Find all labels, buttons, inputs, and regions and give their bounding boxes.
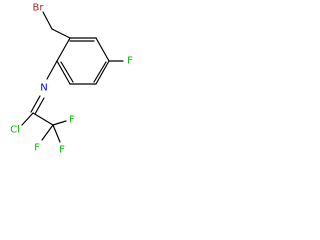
ring-bond-5-inner	[60, 61, 74, 83]
bond-c-cl	[21, 112, 34, 126]
ring-bond-3-inner	[93, 61, 107, 83]
structure-svg: Br N F Cl F F F	[10, 3, 133, 156]
ring-bond-2	[95, 37, 110, 62]
atom-f-ring: F	[127, 56, 133, 67]
atom-f-2: F	[34, 143, 40, 154]
bond-n-c-double-2	[34, 97, 45, 115]
ring-bond-5	[56, 60, 71, 85]
bond-cf3-f1	[52, 120, 67, 126]
bond-ring-n	[46, 60, 58, 80]
bond-c-cf3	[32, 112, 54, 126]
atom-br: Br	[33, 3, 45, 14]
ring-bond-3	[95, 60, 110, 85]
bond-n-c-double-1	[30, 95, 41, 113]
atom-cl: Cl	[10, 125, 20, 136]
atom-f-1: F	[69, 115, 75, 126]
ring-bond-6	[56, 37, 71, 62]
bond-cf3-f3	[52, 124, 61, 143]
bond-br-ch2	[42, 11, 53, 30]
molecule-diagram: Br N F Cl F F F	[0, 0, 159, 170]
bond-ch2-ring	[51, 28, 71, 39]
atom-n: N	[40, 83, 47, 94]
atom-f-3: F	[59, 145, 65, 156]
bond-cf3-f2	[41, 124, 54, 141]
